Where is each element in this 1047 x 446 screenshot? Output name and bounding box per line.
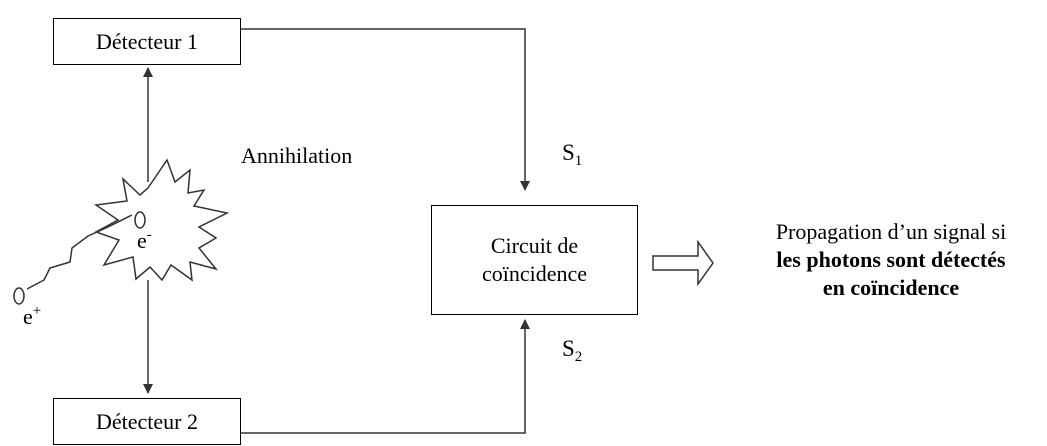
electron-label: e- bbox=[137, 227, 152, 254]
detector-1-label: Détecteur 1 bbox=[96, 28, 198, 54]
positron-icon bbox=[13, 287, 25, 305]
detector-1-box: Détecteur 1 bbox=[53, 18, 241, 65]
output-arrow-icon bbox=[652, 239, 714, 287]
signal-s1-label: S1 bbox=[562, 140, 583, 169]
detector-2-box: Détecteur 2 bbox=[53, 398, 241, 445]
signal-s2-label: S2 bbox=[562, 336, 583, 365]
positron-label: e+ bbox=[23, 303, 42, 330]
electron-icon bbox=[134, 211, 146, 229]
result-line1: Propagation d’un signal si bbox=[775, 219, 1007, 244]
signal-line-s2 bbox=[241, 319, 530, 434]
detector-2-label: Détecteur 2 bbox=[96, 408, 198, 434]
signal-line-s1 bbox=[241, 28, 530, 191]
result-line3: en coïncidence bbox=[822, 275, 960, 300]
coincidence-circuit-line1: Circuit de bbox=[490, 233, 579, 258]
positron-track bbox=[26, 214, 133, 290]
result-line2: les photons sont détectés bbox=[776, 247, 1006, 272]
annihilation-burst-icon bbox=[93, 158, 230, 282]
result-text: Propagation d’un signal si les photons s… bbox=[735, 218, 1047, 302]
annihilation-label: Annihilation bbox=[241, 143, 353, 168]
coincidence-circuit-line2: coïncidence bbox=[481, 261, 588, 286]
coincidence-circuit-box: Circuit de coïncidence bbox=[431, 205, 638, 315]
